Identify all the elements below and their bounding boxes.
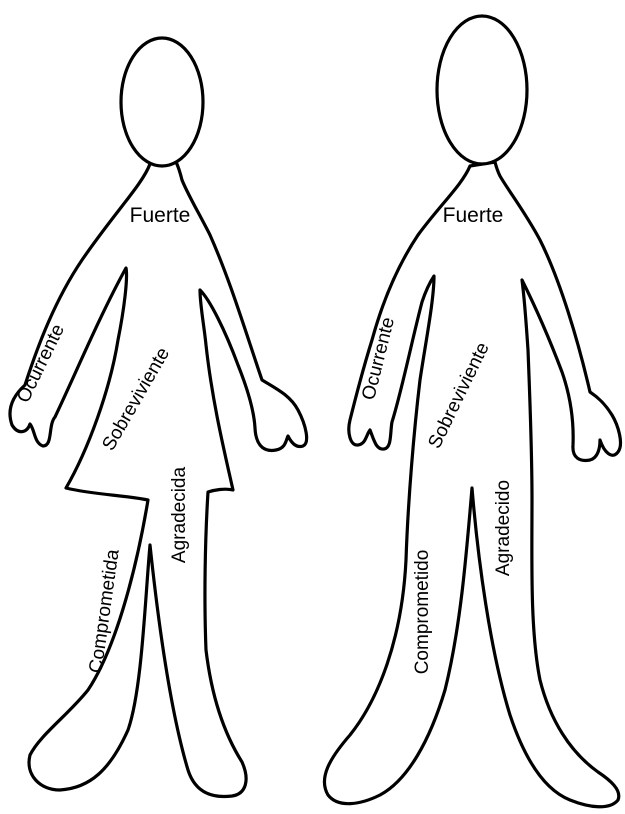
figure-right-label-fuerte: Fuerte xyxy=(443,204,504,227)
figure-right-label-agradecido: Agradecido xyxy=(493,480,514,576)
figure-left-body-outline xyxy=(10,162,307,797)
figure-left-label-agradecida: Agradecida xyxy=(169,467,190,564)
figure-left-label-fuerte: Fuerte xyxy=(130,204,191,227)
figure-right: Fuerte Ocurrente Sobreviviente Compromet… xyxy=(324,16,620,807)
figure-right-body-outline xyxy=(324,162,620,807)
figure-left: Fuerte Ocurrente Sobreviviente Compromet… xyxy=(10,38,307,797)
figure-right-head xyxy=(437,16,527,164)
figure-left-head xyxy=(121,38,203,166)
figure-right-label-comprometido: Comprometido xyxy=(412,550,433,675)
